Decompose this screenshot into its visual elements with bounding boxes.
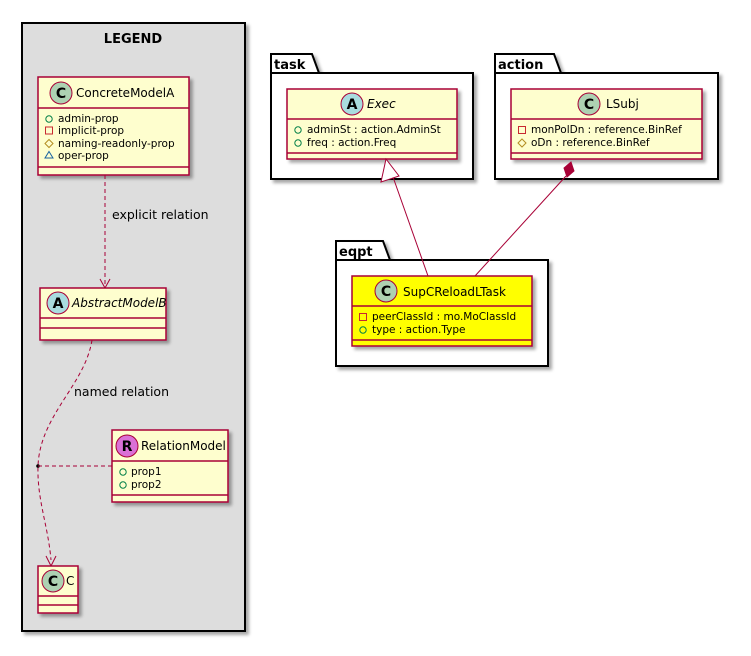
named-relation-edge: [37, 339, 93, 561]
public-visibility-icon: [294, 139, 302, 147]
class-name: RelationModel: [141, 439, 226, 453]
svg-text:C: C: [48, 574, 58, 590]
class-name: Exec: [367, 97, 396, 111]
relation-stereotype-icon: R: [115, 434, 139, 458]
attribute: peerClassId : mo.MoClassId: [372, 311, 516, 323]
private-visibility-icon: [518, 126, 526, 134]
attribute: adminSt : action.AdminSt: [307, 124, 441, 136]
class-stereotype-icon: C: [49, 81, 73, 105]
public-visibility-icon: [45, 115, 53, 123]
package-label: task: [274, 58, 306, 73]
private-visibility-icon: [45, 126, 53, 135]
class-stereotype-icon: C: [374, 279, 398, 303]
legend-group: LEGEND C ConcreteModelA admin-prop impli…: [21, 22, 246, 632]
package-visibility-icon: [44, 150, 54, 159]
attribute: oper-prop: [58, 150, 109, 162]
class-stereotype-icon: C: [41, 569, 65, 593]
class-name: SupCReloadLTask: [403, 285, 506, 299]
public-visibility-icon: [119, 468, 127, 476]
composition-diamond-icon: [563, 161, 575, 178]
abstract-stereotype-icon: A: [46, 291, 70, 315]
protected-visibility-icon: [44, 138, 54, 149]
svg-text:C: C: [56, 86, 66, 102]
attribute: admin-prop: [58, 113, 119, 125]
attribute: freq : action.Freq: [307, 137, 396, 149]
package-label: action: [498, 58, 543, 73]
class-name: C: [66, 574, 74, 588]
attribute: prop2: [131, 479, 162, 491]
svg-text:A: A: [347, 97, 358, 113]
svg-text:R: R: [122, 439, 133, 455]
svg-text:C: C: [381, 284, 391, 300]
class-stereotype-icon: C: [577, 92, 601, 116]
legend-title: LEGEND: [104, 32, 163, 47]
inheritance-arrow-icon: [380, 157, 400, 183]
attribute: implicit-prop: [58, 125, 124, 137]
class-lsubj[interactable]: [510, 88, 703, 160]
attribute: prop1: [131, 466, 162, 478]
class-exec[interactable]: [286, 88, 458, 160]
attribute: oDn : reference.BinRef: [531, 137, 650, 149]
edge-label: named relation: [74, 384, 169, 399]
attribute: monPolDn : reference.BinRef: [531, 124, 682, 136]
svg-text:A: A: [53, 296, 64, 312]
inheritance-edge: [380, 157, 429, 277]
package-label: eqpt: [339, 245, 373, 260]
public-visibility-icon: [119, 481, 127, 489]
abstract-stereotype-icon: A: [340, 92, 364, 116]
public-visibility-icon: [294, 126, 302, 134]
class-name: LSubj: [606, 97, 639, 111]
public-visibility-icon: [359, 326, 367, 334]
edge-label: explicit relation: [112, 207, 209, 222]
attribute: naming-readonly-prop: [58, 138, 175, 150]
class-name: ConcreteModelA: [76, 86, 175, 100]
attribute: type : action.Type: [372, 324, 465, 336]
svg-text:C: C: [584, 97, 594, 113]
composition-edge: [474, 161, 575, 277]
private-visibility-icon: [359, 313, 367, 321]
protected-visibility-icon: [517, 138, 527, 148]
class-name: AbstractModelB: [71, 296, 167, 310]
